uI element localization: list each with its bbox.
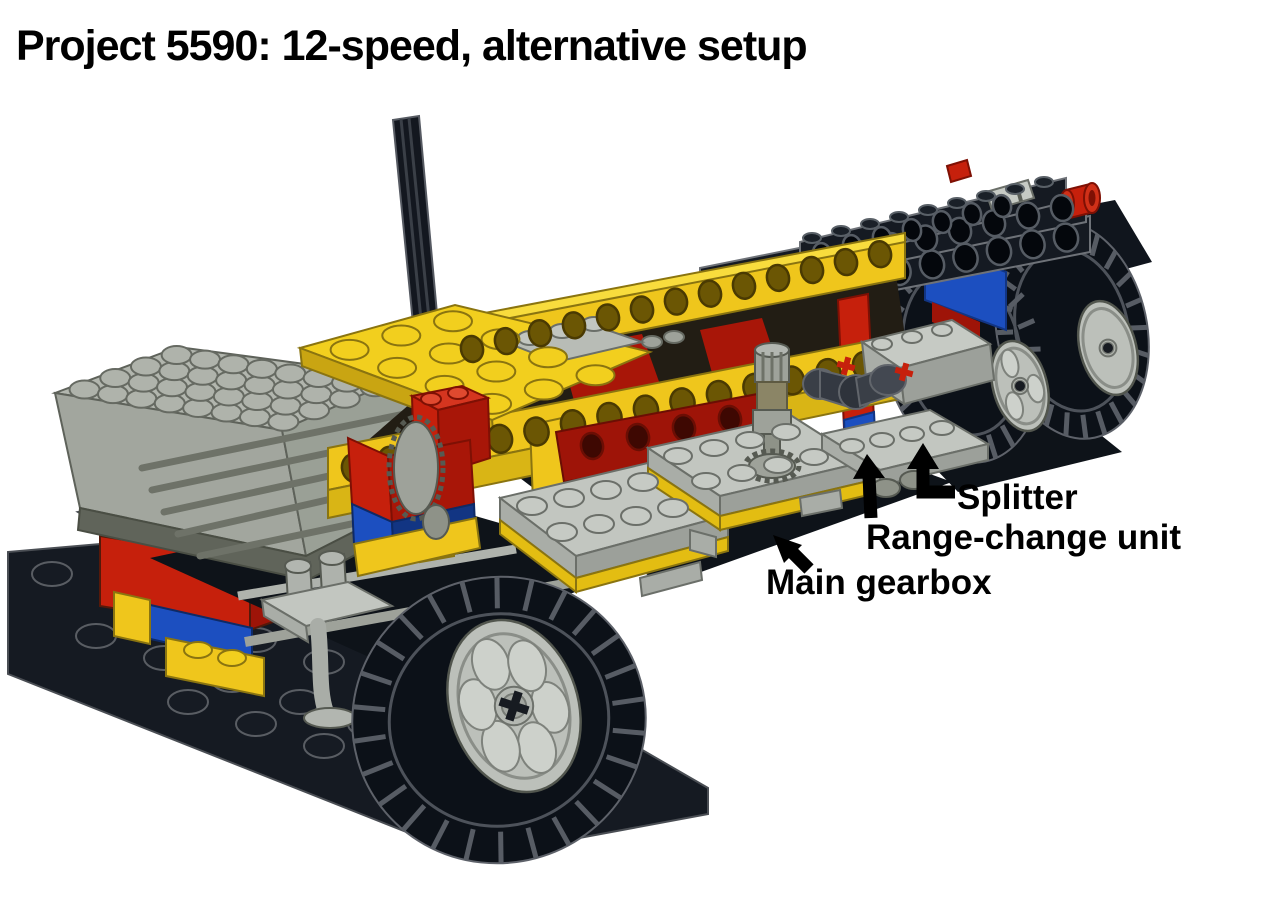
- main-gearbox-arrow: [773, 535, 814, 574]
- front-wheel: [351, 575, 647, 865]
- annotations: Splitter Range-change unit Main gearbox: [766, 443, 1181, 602]
- gear-column: [386, 414, 450, 540]
- label-main-gearbox: Main gearbox: [766, 563, 992, 602]
- universal-joint: [802, 356, 914, 410]
- label-range-change-unit: Range-change unit: [866, 518, 1181, 557]
- front-axle-parts: [259, 550, 395, 729]
- splitter-arrow: [907, 443, 955, 499]
- red-axle-cross: [836, 356, 856, 376]
- range-change-arrow: [853, 454, 885, 519]
- gearbox-assemblies: [259, 318, 996, 729]
- label-splitter: Splitter: [957, 478, 1078, 517]
- red-axle-cross: [894, 362, 914, 382]
- page-title: Project 5590: 12-speed, alternative setu…: [16, 22, 808, 70]
